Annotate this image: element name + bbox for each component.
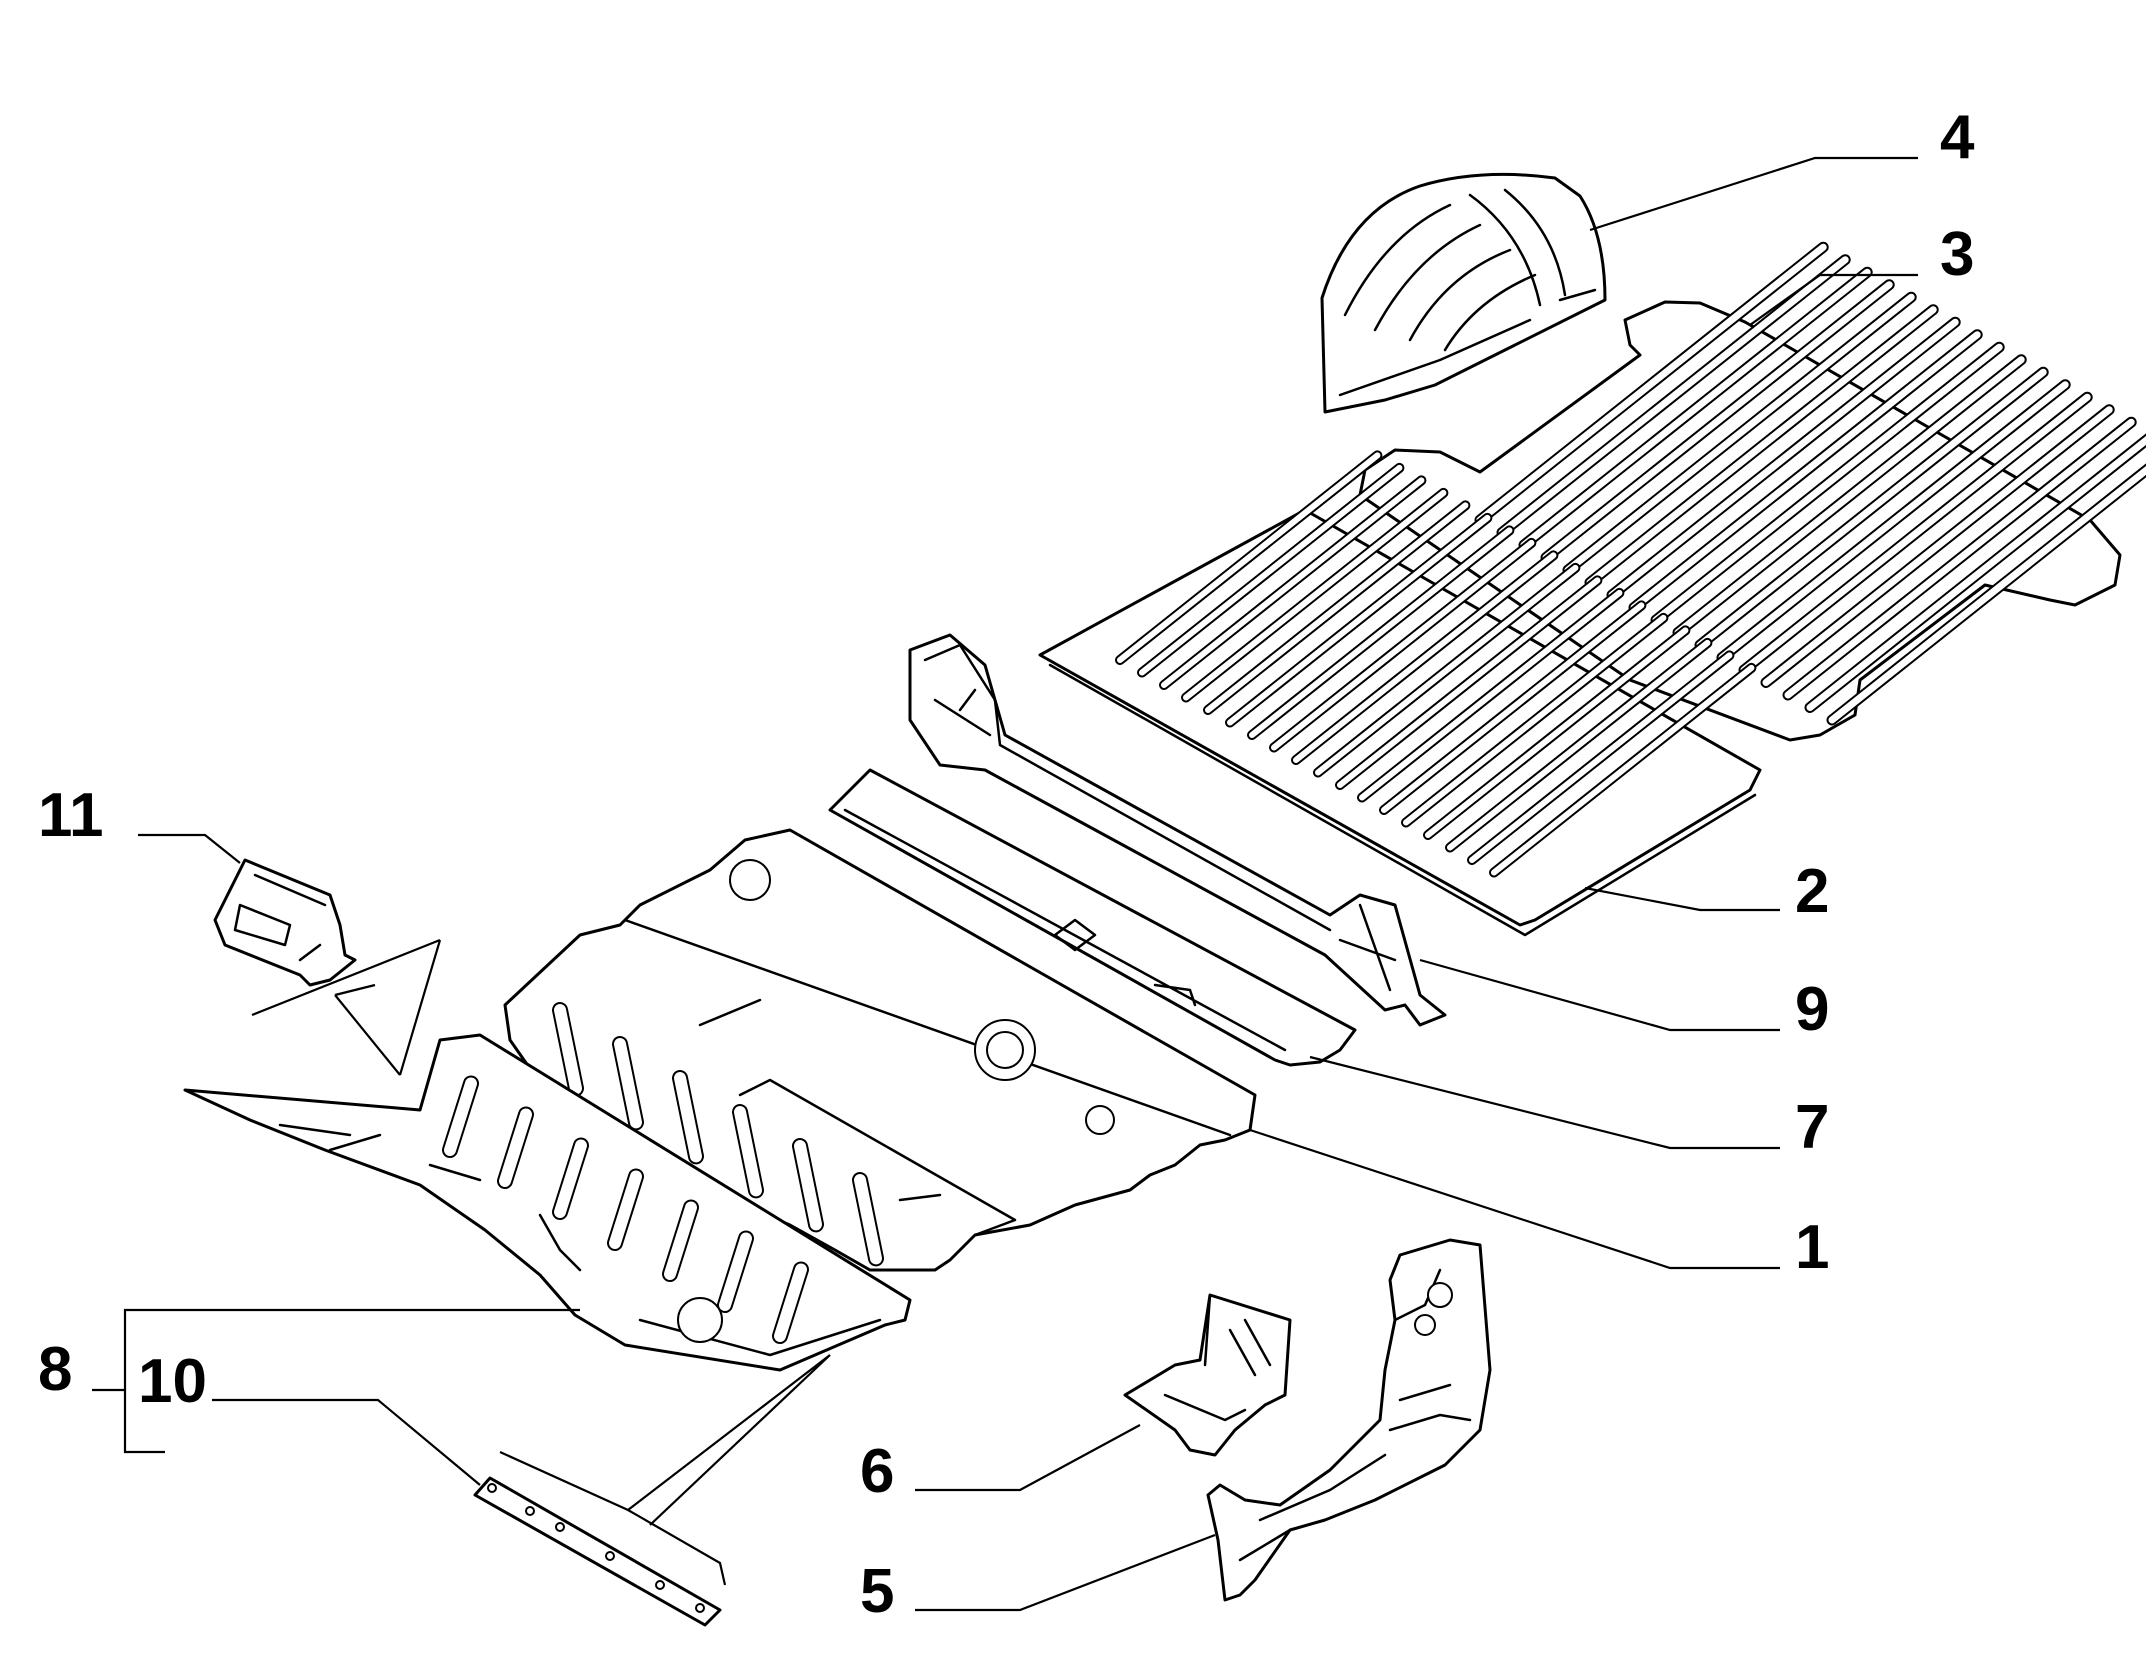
callout-7: 7: [1795, 1093, 1829, 1162]
leader-11: [138, 833, 241, 864]
panel-rib-fill: [1586, 306, 1937, 586]
panel-rib-fill: [1447, 639, 1711, 851]
panel-rib-fill: [1139, 464, 1403, 676]
panel-rib-fill: [554, 1004, 582, 1095]
middle-floor-ribs: [1115, 450, 1757, 878]
panel-rib-fill: [1161, 477, 1425, 688]
part-11-bracket: [213, 858, 357, 987]
panel-rib-fill: [1674, 356, 2025, 636]
leader-lines: [92, 156, 1918, 1612]
leader-7: [1309, 1055, 1780, 1150]
part-6-angle-bracket: [1123, 1293, 1292, 1457]
panel-rib-fill: [1205, 502, 1469, 713]
panel-rib-fill: [1249, 527, 1513, 738]
part-5-side-sill: [1206, 1238, 1492, 1602]
callout-6: 6: [860, 1437, 894, 1506]
part-1-front-floor-panel: [503, 828, 1257, 1272]
rear-floor-ribs: [1474, 241, 2146, 726]
callout-5: 5: [860, 1557, 894, 1626]
panel-rib-fill: [1784, 418, 2135, 699]
panel-rib-fill: [674, 1072, 702, 1163]
panel-rib-fill: [1740, 393, 2091, 674]
panel-rib-fill: [1117, 452, 1381, 663]
panel-rib-fill: [1564, 293, 1915, 574]
part-3-rear-floor-panel: [1358, 241, 2146, 742]
leader-6: [915, 1424, 1141, 1492]
leader-8-bracket: [123, 1308, 580, 1454]
leader-11-arrow: [251, 938, 442, 1076]
panel-rib-fill: [499, 1108, 532, 1187]
panel-rib-fill: [1498, 256, 1849, 536]
panel-rib-fill: [444, 1077, 477, 1156]
part-9-cross-member: [908, 633, 1447, 1027]
panel-rib-fill: [664, 1201, 697, 1280]
panel-rib-fill: [1425, 627, 1689, 838]
leader-1: [1249, 1128, 1780, 1270]
part-2-middle-floor-panel: [1038, 450, 1762, 937]
panel-rib-fill: [609, 1170, 642, 1249]
callout-3: 3: [1940, 220, 1974, 289]
panel-rib-fill: [1520, 268, 1871, 549]
callout-2: 2: [1795, 857, 1829, 926]
panel-rib-fill: [854, 1174, 882, 1265]
panel-rib-fill: [1608, 318, 1959, 599]
front-floor-section-ribs: [442, 1075, 809, 1344]
panel-rib-fill: [1491, 664, 1755, 876]
panel-rib-fill: [1403, 614, 1667, 826]
panel-rib-fill: [1718, 381, 2069, 661]
leader-5: [915, 1533, 1216, 1612]
leader-3: [1749, 273, 1918, 326]
leader-9: [1419, 958, 1780, 1032]
panel-rib-fill: [1183, 489, 1447, 701]
callout-1: 1: [1795, 1213, 1829, 1282]
panel-rib-fill: [1381, 602, 1645, 813]
panel-rib-fill: [1469, 652, 1733, 863]
panel-rib-fill: [1762, 406, 2113, 686]
part-10-reinforcement-strip: [473, 1476, 722, 1627]
callout-labels: 4 3 2 9 7 1 11 8 10 6 5: [38, 103, 1975, 1626]
part-7-crossbeam-plate: [828, 768, 1357, 1067]
panel-rib-fill: [1359, 589, 1623, 801]
part-8-front-floor-section: [183, 1033, 912, 1372]
panel-rib-fill: [734, 1106, 762, 1197]
leader-4: [1589, 156, 1918, 232]
front-floor-ribs: [552, 1002, 884, 1267]
panel-rib-fill: [719, 1232, 752, 1311]
leader-2: [1584, 886, 1780, 912]
panel-rib-fill: [1696, 368, 2047, 649]
panel-rib-fill: [1315, 564, 1579, 776]
panel-rib-fill: [1806, 435, 2146, 711]
panel-rib-fill: [1337, 577, 1601, 788]
panel-rib-fill: [1271, 539, 1535, 751]
panel-rib-fill: [1476, 243, 1827, 524]
callout-4: 4: [1940, 103, 1975, 172]
leader-10-arrow: [499, 1354, 831, 1586]
callout-11: 11: [38, 781, 104, 850]
panel-rib-fill: [1227, 514, 1491, 726]
panel-rib-fill: [794, 1140, 822, 1231]
leader-10: [212, 1398, 481, 1486]
panel-rib-fill: [1652, 343, 2003, 624]
callout-10: 10: [138, 1347, 207, 1416]
part-4-wheel-arch: [1320, 172, 1607, 414]
panel-rib-fill: [1630, 331, 1981, 611]
panel-rib-fill: [1542, 281, 1893, 561]
panel-rib-fill: [614, 1038, 642, 1129]
panel-rib-fill: [774, 1263, 807, 1342]
panel-rib-fill: [554, 1139, 587, 1218]
panel-rib-fill: [1828, 465, 2146, 724]
callout-9: 9: [1795, 975, 1829, 1044]
panel-rib-fill: [1293, 552, 1557, 763]
callout-8: 8: [38, 1335, 72, 1404]
